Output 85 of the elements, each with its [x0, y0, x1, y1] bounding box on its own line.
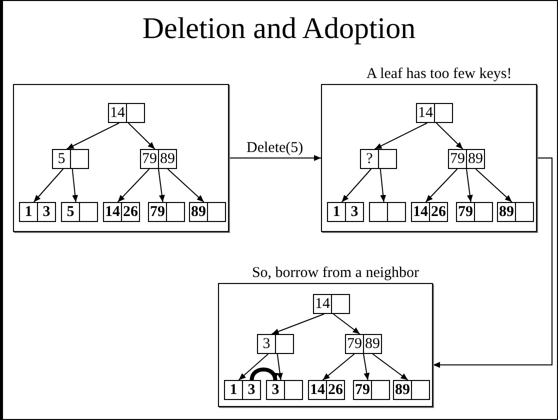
btree-node: [140, 149, 177, 169]
btree-node: [456, 202, 493, 222]
btree-node: [224, 380, 261, 400]
arrow: [332, 314, 360, 334]
key-cell: 26: [121, 202, 140, 222]
key-cell: 79: [140, 149, 159, 169]
arrow: [271, 314, 325, 334]
key-cell: 14: [416, 103, 435, 123]
btree-node: [411, 202, 448, 222]
key-cell: 14: [103, 202, 122, 222]
btree-node: [257, 334, 294, 354]
arrow: [33, 168, 64, 202]
key-cell: 26: [326, 380, 345, 400]
curved-arrow: [250, 368, 278, 380]
arrow: [341, 168, 372, 202]
arrow: [228, 155, 322, 161]
btree-node: [266, 380, 303, 400]
key-cell: 89: [189, 202, 208, 222]
btree-node: [61, 202, 98, 222]
btree-node: [103, 202, 140, 222]
arrow: [380, 168, 386, 202]
btree-node: [353, 380, 390, 400]
btree-node: [448, 149, 485, 169]
key-cell: 79: [353, 380, 372, 400]
btree-node: [369, 202, 406, 222]
key-cell: 79: [148, 202, 167, 222]
key-cell: 3: [257, 334, 276, 354]
key-cell: 79: [448, 149, 467, 169]
key-cell: 5: [52, 149, 71, 169]
arrow: [475, 168, 512, 202]
arrow: [363, 354, 370, 380]
btree-node: [108, 103, 145, 123]
arrow: [374, 122, 428, 150]
btree-node: [313, 294, 350, 314]
btree-node: [52, 149, 89, 169]
key-cell: 3: [242, 380, 261, 400]
arrow: [436, 122, 464, 150]
arrow: [128, 122, 156, 150]
arrow: [425, 168, 458, 202]
key-cell: 26: [429, 202, 448, 222]
arrow: [372, 354, 408, 380]
key-cell: 89: [158, 149, 177, 169]
arrow: [117, 168, 150, 202]
edge-label: Delete(5): [246, 140, 304, 156]
arrow: [72, 168, 78, 202]
panel-heading: So, borrow from a neighbor: [250, 265, 420, 282]
key-cell: 1: [224, 380, 243, 400]
arrow: [167, 168, 204, 202]
arrow: [238, 354, 269, 380]
key-cell: ?: [360, 149, 379, 169]
key-cell: 3: [345, 202, 364, 222]
arrow: [66, 122, 120, 150]
btree-node: [360, 149, 397, 169]
key-cell: 1: [19, 202, 38, 222]
btree-node: [393, 380, 430, 400]
key-cell: 3: [266, 380, 285, 400]
btree-node: [308, 380, 345, 400]
key-cell: 79: [345, 334, 364, 354]
key-cell: 89: [497, 202, 516, 222]
key-cell: 14: [313, 294, 332, 314]
panel-heading: A leaf has too few keys!: [365, 66, 513, 83]
key-cell: 89: [466, 149, 485, 169]
btree-node: [148, 202, 185, 222]
arrow: [276, 354, 283, 380]
slide-title: Deletion and Adoption: [142, 12, 416, 46]
btree-node: [416, 103, 453, 123]
btree-node: [189, 202, 226, 222]
tree-panel: [13, 84, 229, 232]
btree-node: [19, 202, 56, 222]
key-cell: 14: [411, 202, 430, 222]
key-cell: 14: [308, 380, 327, 400]
btree-node: [497, 202, 534, 222]
btree-node: [345, 334, 382, 354]
btree-node: [327, 202, 364, 222]
key-cell: 14: [108, 103, 127, 123]
arrow: [432, 158, 552, 368]
key-cell: 3: [37, 202, 56, 222]
key-cell: 89: [363, 334, 382, 354]
key-cell: 79: [456, 202, 475, 222]
key-cell: 1: [327, 202, 346, 222]
arrow: [466, 168, 473, 202]
key-cell: 5: [61, 202, 80, 222]
arrow: [158, 168, 165, 202]
key-cell: 89: [393, 380, 412, 400]
arrow: [322, 354, 355, 380]
